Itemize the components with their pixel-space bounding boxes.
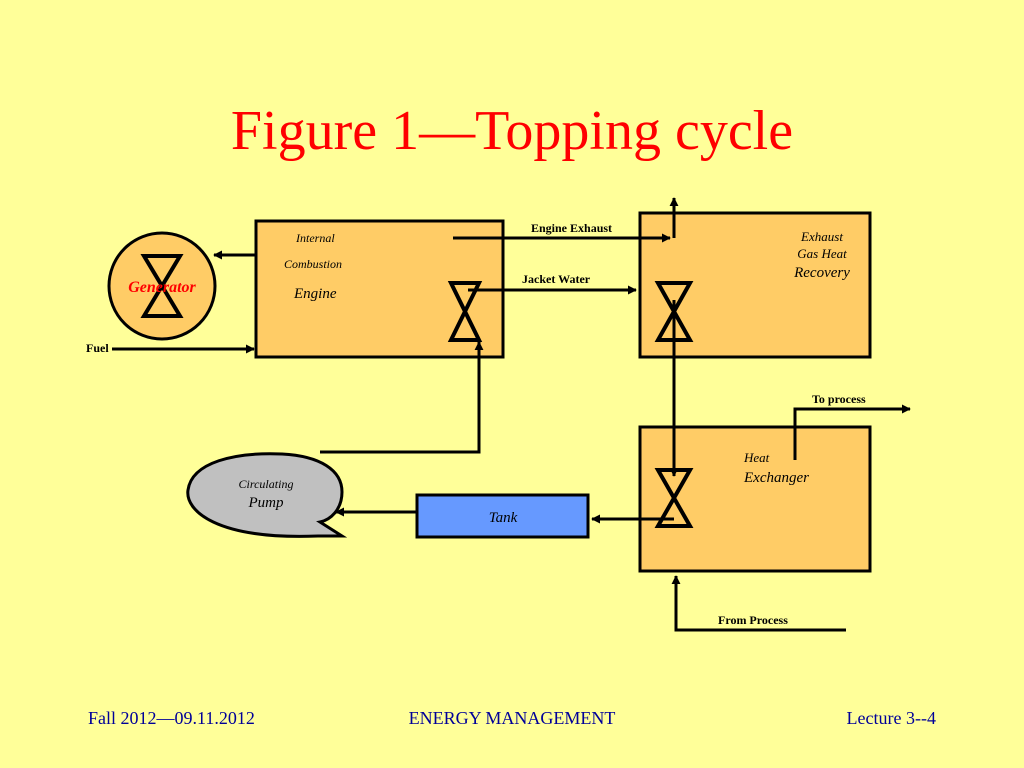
recovery-label-line2: Gas Heat [797,246,847,261]
footer-course: ENERGY MANAGEMENT [408,708,616,728]
generator-valve-icon [140,254,184,318]
tank-label: Tank [489,510,518,526]
footer-lecture: Lecture 3--4 [846,708,936,728]
recovery-label-line3: Recovery [793,265,850,281]
engine-label-line1: Internal [295,231,335,245]
engine-valve-icon [447,281,483,342]
tank-box [415,493,590,539]
to-process-line [793,404,911,460]
slide-title: Figure 1—Topping cycle [230,100,794,162]
pump-shape [186,452,348,538]
pump-label-line1: Circulating [239,477,294,491]
engine-box [254,219,505,359]
fuel-label: Fuel [86,341,109,355]
engine-label-line3: Engine [293,286,337,302]
jacket-water-label: Jacket Water [522,272,591,286]
exchanger-box [638,425,872,573]
from-process-line [671,575,846,632]
engine-exhaust-label: Engine Exhaust [531,221,612,235]
recovery-valve-icon [654,281,694,342]
pump-engine-line [320,341,484,454]
exchanger-label-line1: Heat [743,450,770,465]
generator-label: Generator [128,279,196,296]
recovery-label-line1: Exhaust [800,229,843,244]
exchanger-valve-icon [654,468,694,528]
engine-label-line2: Combustion [284,257,342,271]
footer-date: Fall 2012—09.11.2012 [88,708,255,728]
to-process-label: To process [812,392,866,406]
exchanger-label-line2: Exchanger [743,470,809,486]
from-process-label: From Process [718,613,788,627]
pump-label-line2: Pump [248,495,284,511]
